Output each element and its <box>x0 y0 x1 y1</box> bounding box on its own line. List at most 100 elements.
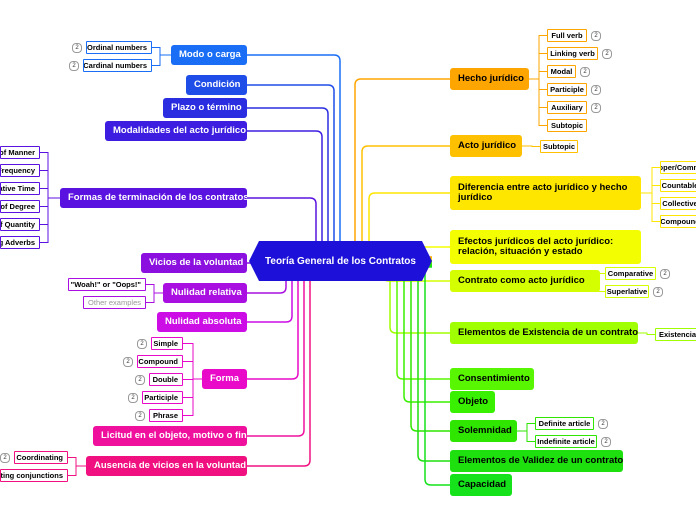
count-badge[interactable]: 2 <box>591 84 601 95</box>
topic-formas-de-terminacion-de-los-contratos[interactable]: Formas de terminación de los contratos <box>60 188 247 208</box>
subtopic-label: "Woah!" or "Oops!" <box>70 280 141 289</box>
count-badge[interactable]: 2 <box>69 60 79 71</box>
subtopic-label: Auxiliary <box>551 103 583 112</box>
subtopic-label: Double <box>152 375 178 384</box>
subtopic-label: Cardinal numbers <box>83 61 147 70</box>
topic-ausencia-de-vicios-en-la-voluntad[interactable]: Ausencia de vicios en la voluntad <box>86 456 247 476</box>
topic-label: Modo o carga <box>179 49 241 60</box>
subtopic-label: Participle <box>144 393 178 402</box>
subtopic-label: ng Adverbs <box>1 238 35 247</box>
subtopic-indefinite-article[interactable]: Indefinite article <box>535 435 597 448</box>
count-badge[interactable]: 2 <box>653 286 663 297</box>
count-badge[interactable]: 2 <box>123 356 133 367</box>
subtopic-woah-or-oops[interactable]: "Woah!" or "Oops!" <box>68 278 146 291</box>
topic-consentimiento[interactable]: Consentimiento <box>450 368 534 390</box>
count-badge[interactable]: 2 <box>0 452 10 463</box>
subtopic-phrase[interactable]: Phrase <box>149 409 183 422</box>
subtopic-s-of-degree[interactable]: s of Degree <box>0 200 40 213</box>
central-topic-label: Teoría General de los Contratos <box>265 255 416 267</box>
subtopic-of-quantity[interactable]: of Quantity <box>0 218 40 231</box>
subtopic-label: Collective <box>662 199 696 208</box>
topic-label: Hecho jurídico <box>458 73 524 84</box>
central-topic-shape <box>249 241 432 281</box>
subtopic-auxiliary[interactable]: Auxiliary <box>547 101 587 114</box>
count-badge[interactable]: 2 <box>72 42 82 53</box>
count-badge[interactable]: 2 <box>660 268 670 279</box>
count-badge[interactable]: 2 <box>135 374 145 385</box>
subtopic-label: Phrase <box>152 411 178 420</box>
count-badge[interactable]: 2 <box>137 338 147 349</box>
subtopic-label: Modal <box>550 67 573 76</box>
topic-elementos-de-existencia-de-un-contrato[interactable]: Elementos de Existencia de un contrato <box>450 322 638 344</box>
topic-forma[interactable]: Forma <box>202 369 247 389</box>
topic-capacidad[interactable]: Capacidad <box>450 474 512 496</box>
count-badge[interactable]: 2 <box>580 66 590 77</box>
central-topic[interactable]: Teoría General de los Contratos <box>249 241 432 281</box>
topic-nulidad-absoluta[interactable]: Nulidad absoluta <box>157 312 247 332</box>
topic-plazo-o-termino[interactable]: Plazo o término <box>163 98 247 118</box>
topic-objeto[interactable]: Objeto <box>450 391 495 413</box>
subtopic-label: of Manner <box>0 148 35 157</box>
subtopic-participle[interactable]: Participle <box>547 83 587 96</box>
subtopic-linking-verb[interactable]: Linking verb <box>547 47 598 60</box>
topic-label: Nulidad absoluta <box>165 316 242 327</box>
topic-elementos-de-validez-de-un-contrato[interactable]: Elementos de Validez de un contrato <box>450 450 623 472</box>
topic-modo-o-carga[interactable]: Modo o carga <box>171 45 247 65</box>
topic-diferencia-entre-acto-juridico-y-hecho-j[interactable]: Diferencia entre acto jurídico y hecho j… <box>450 176 641 210</box>
topic-label: Solemnidad <box>458 425 512 436</box>
topic-label: Formas de terminación de los contratos <box>68 192 247 203</box>
subtopic-coordinating[interactable]: Coordinating <box>14 451 68 464</box>
subtopic-label: Other examples <box>88 298 141 307</box>
subtopic-simple[interactable]: Simple <box>151 337 183 350</box>
count-badge[interactable]: 2 <box>591 102 601 113</box>
topic-acto-juridico[interactable]: Acto jurídico <box>450 135 522 157</box>
count-badge[interactable]: 2 <box>598 418 608 429</box>
subtopic-subtopic[interactable]: Subtopic <box>547 119 587 132</box>
count-badge[interactable]: 2 <box>601 436 611 447</box>
topic-efectos-juridicos-del-acto-juridico-rela[interactable]: Efectos jurídicos del acto jurídico: rel… <box>450 230 641 264</box>
count-badge[interactable]: 2 <box>128 392 138 403</box>
subtopic-superlative[interactable]: Superlative <box>605 285 649 298</box>
subtopic-countable[interactable]: Countable <box>660 179 696 192</box>
topic-label: Elementos de Existencia de un contrato <box>458 327 638 338</box>
subtopic-compound[interactable]: Compound <box>660 215 696 228</box>
count-badge[interactable]: 2 <box>602 48 612 59</box>
subtopic-comparative[interactable]: Comparative <box>605 267 656 280</box>
subtopic-of-manner[interactable]: of Manner <box>0 146 40 159</box>
subtopic-compound[interactable]: Compound <box>137 355 183 368</box>
subtopic-double[interactable]: Double <box>149 373 183 386</box>
topic-label: Licitud en el objeto, motivo o fin <box>101 430 247 441</box>
topic-label: Consentimiento <box>458 373 530 384</box>
subtopic-collective[interactable]: Collective <box>660 197 696 210</box>
subtopic-subtopic[interactable]: Subtopic <box>540 140 578 153</box>
topic-hecho-juridico[interactable]: Hecho jurídico <box>450 68 529 90</box>
subtopic-participle[interactable]: Participle <box>142 391 183 404</box>
topic-condicion[interactable]: Condición <box>186 75 247 95</box>
subtopic-other-examples[interactable]: Other examples <box>83 296 146 309</box>
subtopic-ating-conjunctions[interactable]: ating conjunctions <box>0 469 68 482</box>
subtopic-definite-article[interactable]: Definite article <box>535 417 594 430</box>
subtopic-frequency[interactable]: Frequency <box>0 164 40 177</box>
subtopic-modal[interactable]: Modal <box>547 65 576 78</box>
count-badge[interactable]: 2 <box>135 410 145 421</box>
subtopic-existencia[interactable]: Existencia <box>655 328 696 341</box>
topic-solemnidad[interactable]: Solemnidad <box>450 420 517 442</box>
subtopic-label: Subtopic <box>550 121 584 130</box>
count-badge[interactable]: 2 <box>591 30 601 41</box>
subtopic-proper-common[interactable]: Proper/Common <box>660 161 696 174</box>
subtopic-label: Full verb <box>551 31 583 40</box>
topic-contrato-como-acto-juridico[interactable]: Contrato como acto jurídico <box>450 270 600 292</box>
topic-label: Vicios de la voluntad <box>149 257 244 268</box>
subtopic-label: Ordinal numbers <box>86 43 147 52</box>
subtopic-cardinal-numbers[interactable]: Cardinal numbers <box>83 59 152 72</box>
subtopic-ordinal-numbers[interactable]: Ordinal numbers <box>86 41 152 54</box>
topic-modalidades-del-acto-juridico[interactable]: Modalidades del acto jurídico <box>105 121 247 141</box>
subtopic-ng-adverbs[interactable]: ng Adverbs <box>0 236 40 249</box>
topic-label: Acto jurídico <box>458 140 517 151</box>
topic-nulidad-relativa[interactable]: Nulidad relativa <box>163 283 247 303</box>
subtopic-lative-time[interactable]: lative Time <box>0 182 40 195</box>
topic-licitud-en-el-objeto-motivo-o-fin[interactable]: Licitud en el objeto, motivo o fin <box>93 426 247 446</box>
subtopic-label: Countable <box>661 181 696 190</box>
subtopic-full-verb[interactable]: Full verb <box>547 29 587 42</box>
topic-vicios-de-la-voluntad[interactable]: Vicios de la voluntad <box>141 253 247 273</box>
